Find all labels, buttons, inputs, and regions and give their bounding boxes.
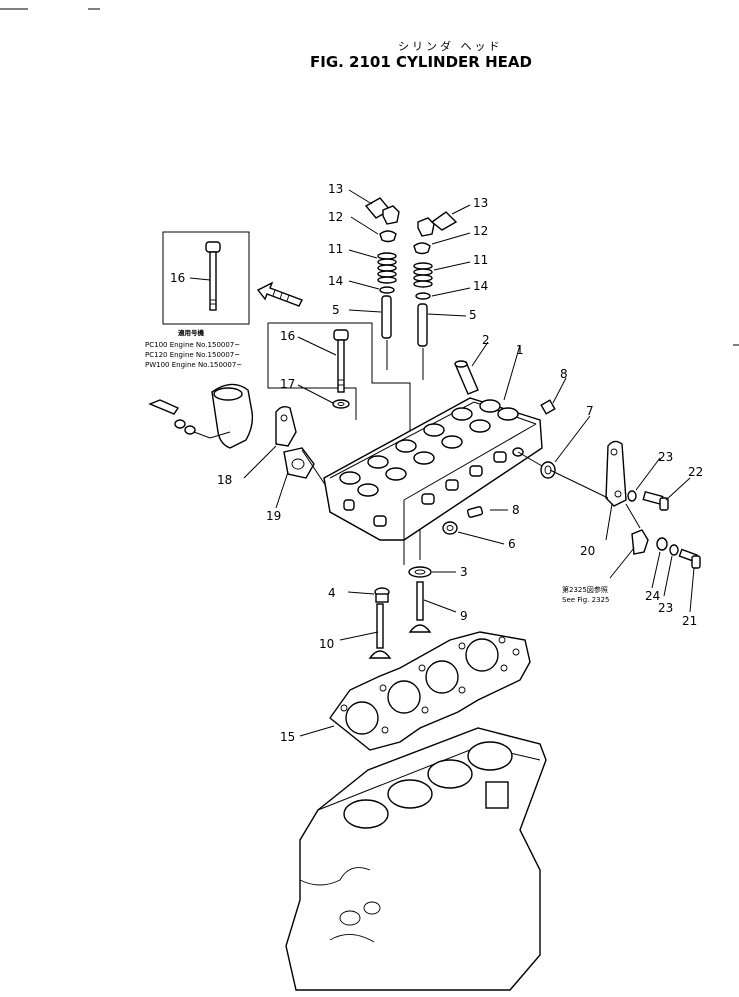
lifting-bracket-20 xyxy=(549,440,641,541)
direction-arrow xyxy=(256,281,303,307)
callout-24: 24 xyxy=(645,589,660,603)
inset-note-line-3: PW100 Engine No.150007~ xyxy=(145,361,242,369)
plug-8-lower xyxy=(466,506,508,518)
cylinder-head xyxy=(323,344,543,541)
callout-16: 16 xyxy=(280,329,295,343)
valve-seats xyxy=(347,530,456,603)
callout-17: 17 xyxy=(280,377,295,391)
valve-train-left xyxy=(348,189,400,370)
bolt-21-washers-23-24 xyxy=(609,529,701,613)
callout-21: 21 xyxy=(682,614,697,628)
inset-note: 適用号機 PC100 Engine No.150007~ PC120 Engin… xyxy=(145,328,242,369)
inset-note-line-2: PC120 Engine No.150007~ xyxy=(145,351,240,359)
callout-7: 7 xyxy=(586,404,594,418)
callout-10: 10 xyxy=(319,637,334,651)
water-outlet-fitting xyxy=(148,383,254,449)
reference-note-jp: 第2325図参照 xyxy=(562,585,608,594)
hanger-bracket-18 xyxy=(243,405,297,479)
plug-7 xyxy=(517,415,591,479)
callout-5-right: 5 xyxy=(469,308,477,322)
callout-11-right: 11 xyxy=(473,253,488,267)
inset-note-line-1: PC100 Engine No.150007~ xyxy=(145,341,240,349)
nozzle-holder-part-2 xyxy=(454,341,489,395)
head-gasket xyxy=(299,631,531,751)
callout-13-left: 13 xyxy=(328,182,343,196)
callout-12-right: 12 xyxy=(473,224,488,238)
callout-14-left: 14 xyxy=(328,274,343,288)
callout-22: 22 xyxy=(688,465,703,479)
callout-8-top: 8 xyxy=(560,367,568,381)
figure-title: FIG. 2101 CYLINDER HEAD xyxy=(310,53,532,71)
callout-1: 1 xyxy=(516,343,524,357)
inset-note-heading: 適用号機 xyxy=(178,328,205,337)
callout-23-bottom: 23 xyxy=(658,601,673,615)
valve-train-right xyxy=(413,204,471,380)
inset-box-bolt xyxy=(162,231,250,325)
callout-4: 4 xyxy=(328,586,336,600)
callout-14-right: 14 xyxy=(473,279,488,293)
inset-box-bolt-washer xyxy=(267,322,411,470)
reference-note-en: See Fig. 2325 xyxy=(562,596,609,604)
gasket-19 xyxy=(275,447,327,509)
callout-19: 19 xyxy=(266,509,281,523)
callout-12-left: 12 xyxy=(328,210,343,224)
callout-6: 6 xyxy=(508,537,516,551)
valves xyxy=(339,581,457,659)
callout-18: 18 xyxy=(217,473,232,487)
callout-13-right: 13 xyxy=(473,196,488,210)
cylinder-block xyxy=(285,727,547,991)
callout-9: 9 xyxy=(460,609,468,623)
callout-16-inset: 16 xyxy=(170,271,185,285)
callout-11-left: 11 xyxy=(328,242,343,256)
callout-23-top: 23 xyxy=(658,450,673,464)
bolt-22-washer-23 xyxy=(627,457,691,511)
callout-2: 2 xyxy=(482,333,490,347)
callout-15: 15 xyxy=(280,730,295,744)
plug-8-top xyxy=(540,377,567,415)
plug-6 xyxy=(442,521,505,545)
callout-20: 20 xyxy=(580,544,595,558)
callout-3: 3 xyxy=(460,565,468,579)
callout-5-left: 5 xyxy=(332,303,340,317)
callout-8-lower: 8 xyxy=(512,503,520,517)
figure-title-japanese: シリンダ ヘッド xyxy=(398,39,503,53)
